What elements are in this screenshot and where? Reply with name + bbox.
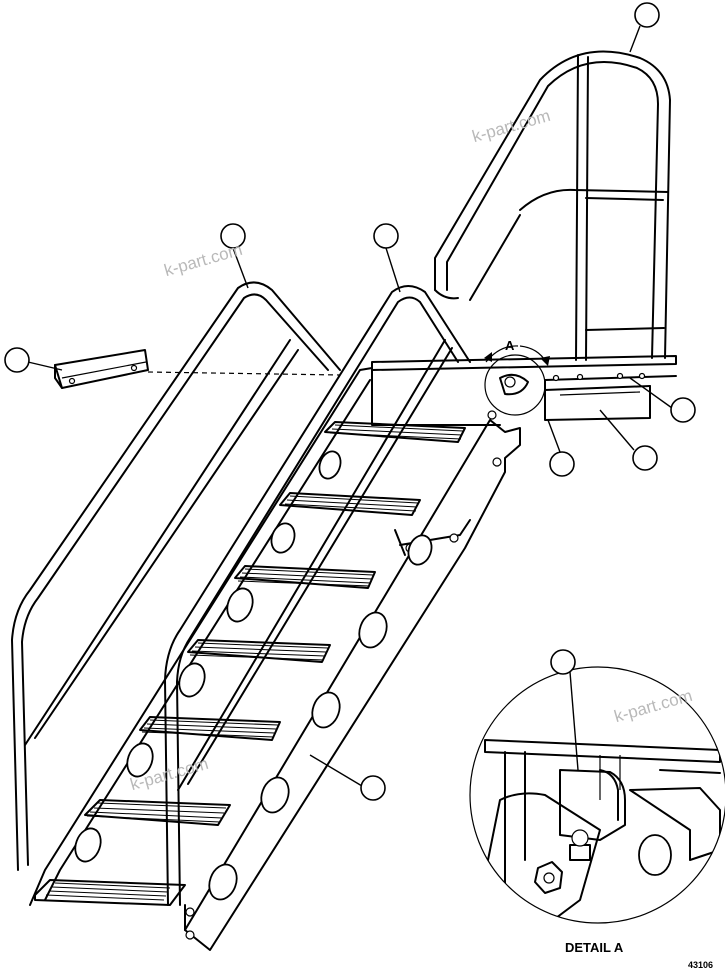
handrail-left [11,281,341,871]
callouts [4,2,696,801]
stair-stringer-right [184,410,521,951]
callout-balloon-7 [549,451,575,477]
stringer-holes-left [74,450,342,863]
callout-balloon-6 [632,445,658,471]
callout-balloon-3 [373,223,399,249]
platform-railing [434,50,671,361]
callout-balloon-1 [634,2,660,28]
stair-treads [34,421,466,906]
stair-stringer-left [29,367,373,906]
view-marker-label: A [505,338,515,353]
drawing-number: 43106 [688,960,713,970]
loose-bracket [54,349,341,389]
platform-deck [371,355,677,426]
detail-a-marker: A [484,338,550,416]
callout-balloon-8 [360,775,386,801]
stringer-holes [208,534,433,901]
callout-balloon-2 [220,223,246,249]
detail-a-inset: DETAIL A [469,666,725,955]
callout-balloon-5 [670,397,696,423]
detail-a-label: DETAIL A [565,940,624,955]
callout-balloon-9 [550,649,576,675]
handrail-right [164,285,471,906]
callout-balloon-4 [4,347,30,373]
